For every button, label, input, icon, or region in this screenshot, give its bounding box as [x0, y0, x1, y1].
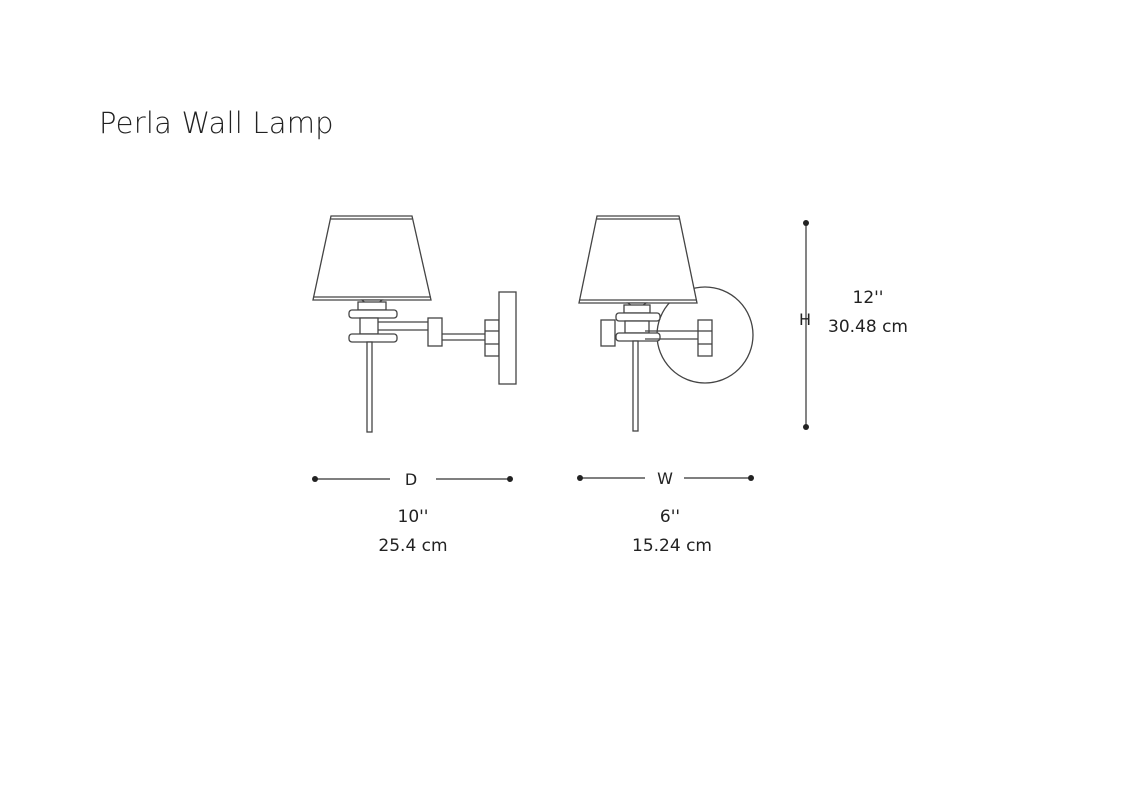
height-dimension-line [803, 220, 809, 430]
height-metric: 30.48 cm [828, 317, 908, 337]
side-view-shade [312, 215, 432, 301]
width-imperial: 6'' [660, 507, 680, 527]
side-view-lamp [312, 215, 517, 433]
depth-letter: D [405, 470, 417, 489]
width-letter: W [657, 469, 673, 488]
width-metric: 15.24 cm [632, 536, 712, 556]
height-imperial: 12'' [853, 288, 884, 308]
front-view-lamp [578, 215, 754, 432]
height-letter: H [799, 310, 811, 329]
depth-dimension-line [312, 476, 513, 482]
product-title: Perla Wall Lamp [99, 106, 334, 140]
depth-metric: 25.4 cm [378, 536, 447, 556]
width-dimension-line [577, 475, 754, 481]
depth-imperial: 10'' [398, 507, 429, 527]
front-view-shade [578, 215, 698, 304]
